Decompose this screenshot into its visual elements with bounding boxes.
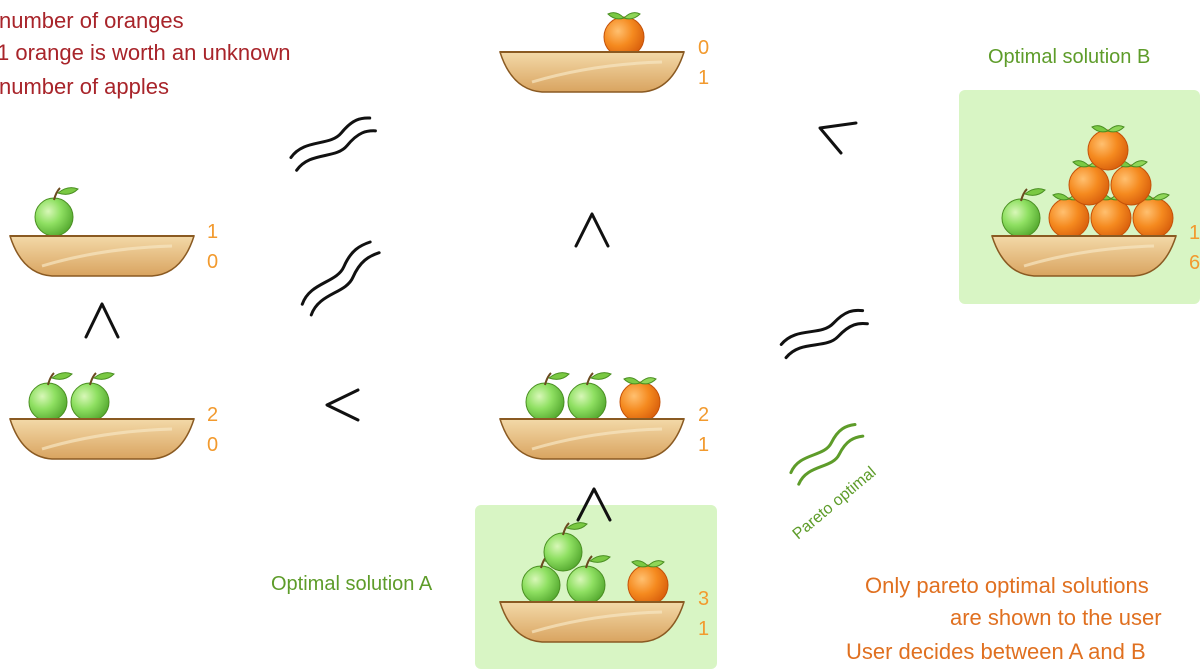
apple-count: 1 (207, 221, 219, 243)
count-center: 2 1 (698, 400, 709, 460)
approx-symbol-middle-left (300, 240, 381, 317)
orange-count: 1 (698, 618, 710, 640)
intro-line-2: 1 orange is worth an unknown (0, 40, 291, 65)
orange-count: 6 (1189, 252, 1200, 274)
wedge-symbol-center-bottom (576, 487, 612, 522)
approx-symbol-pareto (789, 423, 865, 486)
count-solution-b: 1 6 (1189, 218, 1200, 278)
note-line-3: User decides between A and B (846, 639, 1146, 664)
note-line-2: are shown to the user (950, 605, 1162, 630)
count-left-upper: 1 0 (207, 217, 218, 277)
less-than-symbol-right (818, 121, 858, 155)
less-than-symbol-left (325, 388, 360, 422)
count-solution-a: 3 1 (698, 584, 709, 644)
apple-count: 2 (207, 404, 219, 426)
basket-left-upper (8, 186, 196, 278)
wedge-symbol-left (84, 302, 120, 339)
intro-line-1: number of oranges (0, 8, 184, 33)
wedge-symbol-center-top (574, 212, 610, 248)
count-left-lower: 2 0 (207, 400, 218, 460)
basket-center (498, 371, 686, 461)
apple-count: 3 (698, 588, 710, 610)
orange-count: 0 (207, 434, 219, 456)
intro-line-3: number of apples (0, 74, 169, 99)
solution-b-title: Optimal solution B (988, 46, 1151, 68)
note-line-1: Only pareto optimal solutions (865, 573, 1149, 598)
solution-a-title: Optimal solution A (271, 573, 433, 595)
orange-count: 1 (698, 67, 710, 89)
orange-count: 0 (207, 251, 219, 273)
approx-symbol-top-left (289, 116, 377, 172)
apple-count: 2 (698, 404, 710, 426)
orange-count: 1 (698, 434, 710, 456)
basket-left-lower (8, 371, 196, 461)
approx-symbol-right (779, 308, 869, 360)
basket-top-center (498, 12, 686, 94)
apple-count: 0 (698, 37, 710, 59)
apple-count: 1 (1189, 222, 1200, 244)
count-top-center: 0 1 (698, 33, 709, 93)
